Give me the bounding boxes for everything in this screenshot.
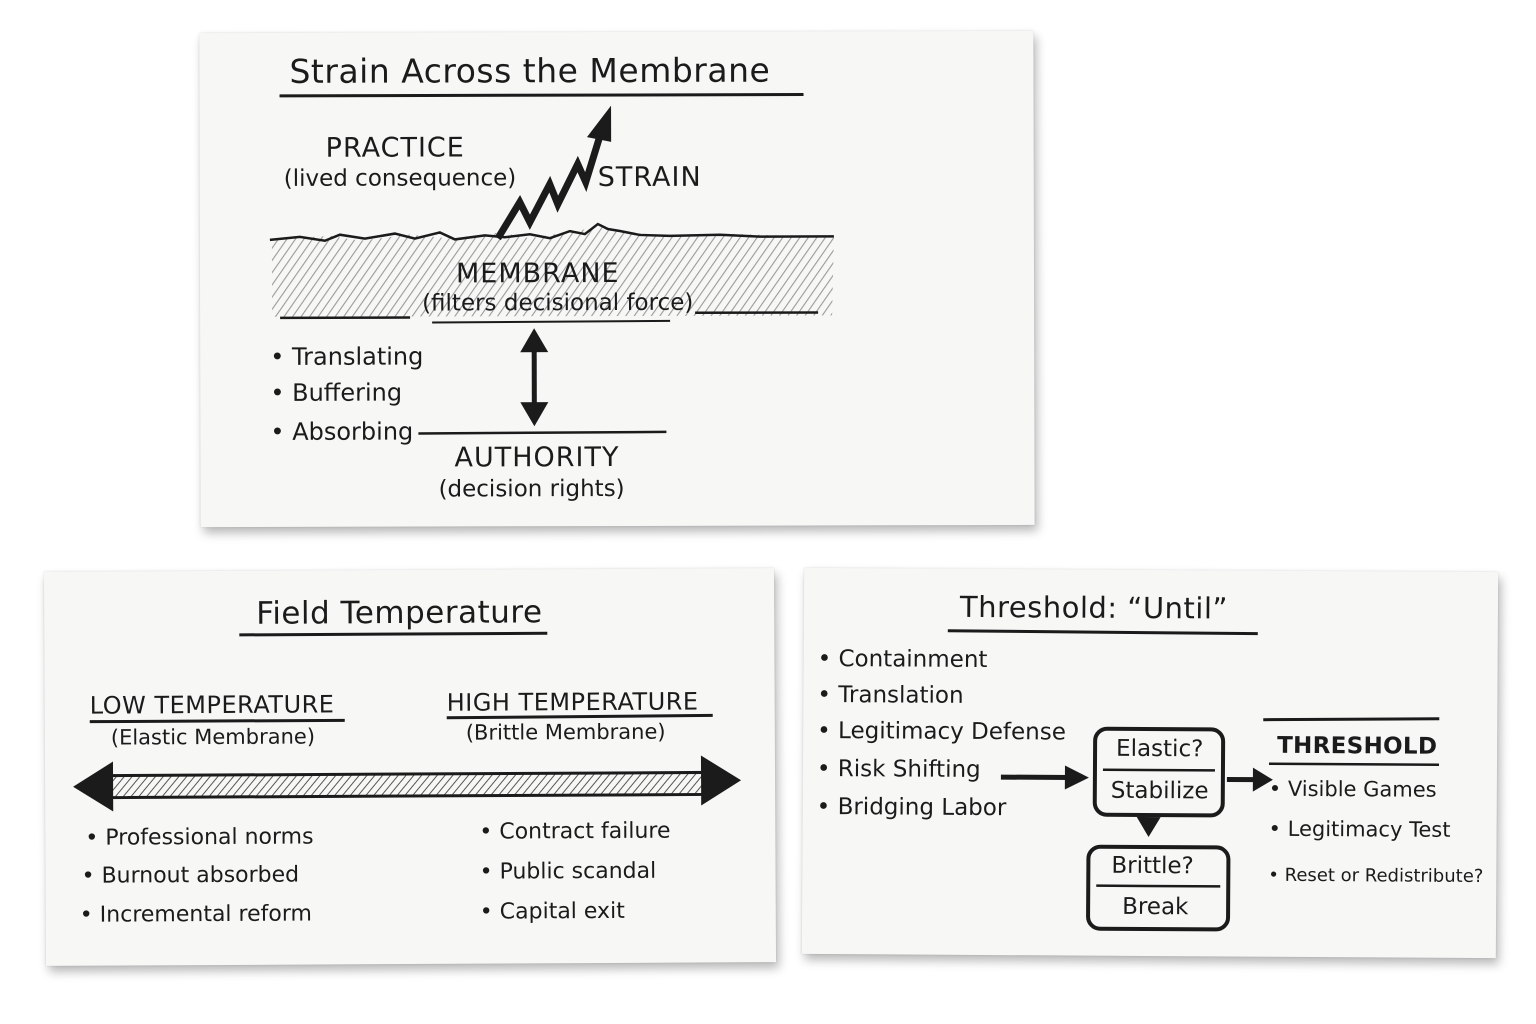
high-item: Contract failure	[479, 819, 670, 845]
title-underline	[947, 629, 1258, 636]
strain-diagram	[269, 93, 834, 435]
title-underline	[239, 631, 548, 637]
arrow-down-icon	[1136, 816, 1161, 837]
threshold-item: Legitimacy Defense	[817, 718, 1066, 745]
arrow-right-icon	[1226, 767, 1273, 792]
strain-card: Strain Across the Membrane PRACTICE (liv…	[199, 30, 1035, 528]
threshold-item: Bridging Labor	[817, 794, 1007, 821]
low-underline	[89, 718, 345, 724]
threshold-item: Risk Shifting	[817, 756, 981, 783]
brittle-label: Brittle?	[1111, 852, 1194, 880]
threshold-diagram	[947, 629, 1440, 932]
field-title: Field Temperature	[256, 594, 543, 632]
authority-label: AUTHORITY	[454, 441, 620, 474]
threshold-card: Threshold: “Until” Containment Translati…	[801, 567, 1499, 959]
high-underline	[446, 713, 713, 720]
threshold-outcome: Reset or Redistribute?	[1268, 865, 1484, 887]
membrane-label: MEMBRANE	[455, 257, 620, 290]
low-temp-label: LOW TEMPERATURE	[89, 690, 335, 720]
threshold-title: Threshold: “Until”	[959, 589, 1229, 626]
low-item: Burnout absorbed	[82, 863, 299, 889]
membrane-band	[271, 227, 834, 317]
practice-sub: (lived consequence)	[283, 165, 517, 192]
threshold-outcome: Legitimacy Test	[1269, 817, 1451, 842]
break-label: Break	[1122, 893, 1189, 921]
threshold-label: THRESHOLD	[1277, 732, 1438, 760]
strain-label: STRAIN	[597, 161, 702, 194]
brittle-box	[1086, 844, 1231, 932]
low-temp-sub: (Elastic Membrane)	[110, 724, 316, 750]
authority-sub: (decision rights)	[438, 475, 625, 503]
temperature-diagram	[73, 631, 742, 812]
high-temp-label: HIGH TEMPERATURE	[446, 687, 699, 717]
high-item: Public scandal	[479, 859, 656, 885]
bullet-translating: Translating	[270, 343, 423, 371]
membrane-sub-underline	[432, 319, 671, 324]
threshold-item: Translation	[817, 682, 963, 709]
double-arrow-icon	[73, 755, 742, 812]
bullet-buffering: Buffering	[270, 379, 402, 407]
arrow-right-icon	[1000, 765, 1089, 790]
zigzag-arrow-icon	[494, 105, 612, 241]
threshold-top-line	[1263, 717, 1440, 722]
field-temperature-card: Field Temperature LOW TEMPERATURE (Elast…	[43, 568, 777, 966]
authority-line	[418, 430, 667, 435]
strain-title: Strain Across the Membrane	[289, 50, 771, 91]
double-arrow-icon	[520, 328, 549, 427]
threshold-underline	[1268, 762, 1440, 767]
elastic-box	[1092, 726, 1226, 818]
membrane-top-edge	[269, 222, 834, 243]
threshold-item: Containment	[818, 646, 987, 673]
threshold-outcome: Visible Games	[1269, 777, 1437, 802]
stabilize-label: Stabilize	[1110, 777, 1209, 805]
practice-label: PRACTICE	[325, 132, 465, 164]
title-underline	[279, 93, 804, 98]
low-item: Incremental reform	[80, 902, 312, 928]
elastic-label: Elastic?	[1116, 735, 1204, 763]
low-item: Professional norms	[85, 825, 313, 851]
high-temp-sub: (Brittle Membrane)	[465, 719, 666, 745]
high-item: Capital exit	[480, 899, 625, 925]
bullet-absorbing: Absorbing	[270, 418, 413, 446]
membrane-sub: (filters decisional force)	[422, 289, 694, 317]
